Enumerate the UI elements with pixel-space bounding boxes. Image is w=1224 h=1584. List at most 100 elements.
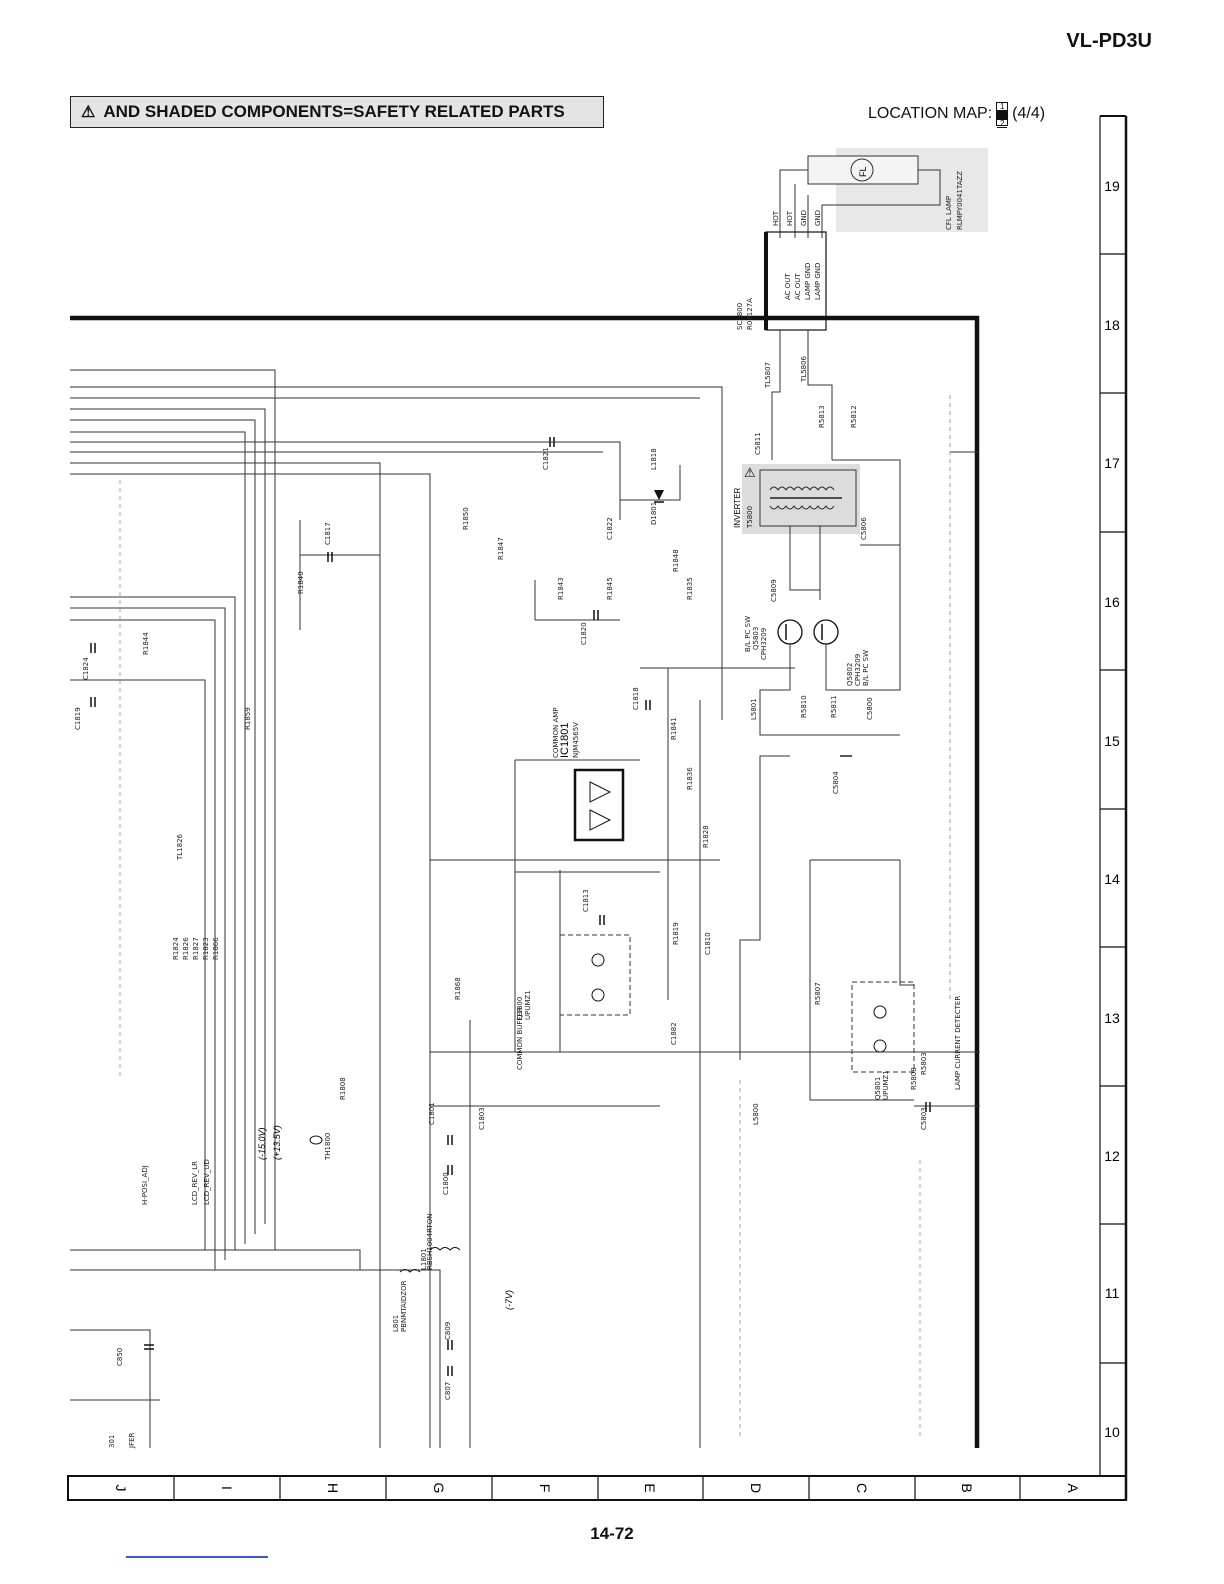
resistor-label: R5808 xyxy=(910,1067,918,1090)
resistor-label: R1827 xyxy=(192,937,200,960)
resistor-label: R5813 xyxy=(818,405,826,428)
capacitor-label: C1801 xyxy=(428,1102,436,1125)
capacitor-label: C807 xyxy=(444,1382,452,1400)
row-label: 11 xyxy=(1105,1285,1120,1301)
capacitor-label: C1810 xyxy=(704,932,712,955)
location-map-page: (4/4) xyxy=(1012,105,1046,122)
capacitor-label: C1882 xyxy=(670,1022,678,1045)
connector-pin-label: LAMP GND xyxy=(804,263,812,300)
transistor-label: Q1800 xyxy=(516,997,524,1020)
capacitor-label: C5803 xyxy=(920,1107,928,1130)
connector-part-label: R04127A xyxy=(746,298,754,330)
column-label: D xyxy=(748,1483,764,1493)
row-label: 15 xyxy=(1104,733,1120,749)
blue-underline xyxy=(126,1556,268,1558)
q1800-package xyxy=(559,934,631,1016)
transistor-q5803 xyxy=(777,619,803,645)
resistor-label: R5807 xyxy=(814,982,822,1005)
column-label: I xyxy=(219,1486,235,1490)
voltage-label: (+13.5V) xyxy=(272,1125,282,1160)
location-map-label: LOCATION MAP: xyxy=(868,105,993,122)
page-number: 14-72 xyxy=(590,1524,634,1543)
row-label: 12 xyxy=(1104,1148,1120,1164)
transistor-label: Q5801 xyxy=(874,1077,882,1100)
row-label: 16 xyxy=(1104,594,1120,610)
resistor-label: R1850 xyxy=(462,507,470,530)
resistor-label: R1859 xyxy=(244,707,252,730)
capacitor-label: C850 xyxy=(116,1348,124,1366)
resistor-label: R1840 xyxy=(297,571,305,594)
connector-tag: GND xyxy=(800,210,808,226)
safety-notice: ⚠ AND SHADED COMPONENTS=SAFETY RELATED P… xyxy=(70,96,604,128)
connector-tag: GND xyxy=(814,210,822,226)
transistor-label: Q5802 xyxy=(846,663,854,686)
connector-pin-label: AC OUT xyxy=(794,273,802,300)
transistor-part-label: UPUMZ1 xyxy=(524,990,532,1020)
column-label: F xyxy=(537,1484,553,1493)
testpoint-label: TL1826 xyxy=(176,833,184,861)
resistor-label: R5811 xyxy=(830,695,838,718)
capacitor-label: C1803 xyxy=(478,1107,486,1130)
capacitor-label: C1818 xyxy=(632,687,640,710)
resistor-label: R1868 xyxy=(454,977,462,1000)
voltage-label: (-15.0V) xyxy=(257,1127,267,1160)
inductor-part-label: PBNMTAIDZOR xyxy=(400,1280,408,1332)
transformer-label: T5800 xyxy=(746,506,754,529)
board-boundary xyxy=(70,315,980,1448)
row-label: 13 xyxy=(1104,1010,1120,1026)
column-label: B xyxy=(959,1483,975,1492)
inductor-label: L1818 xyxy=(650,448,658,470)
model-number: VL-PD3U xyxy=(1066,30,1152,52)
location-map-cell-current xyxy=(997,111,1008,120)
capacitor-label: C809 xyxy=(444,1322,452,1340)
row-label: 19 xyxy=(1104,178,1120,194)
resistor-label: R1847 xyxy=(497,537,505,560)
diode-label: D1801 xyxy=(650,502,658,525)
resistor-label: R1808 xyxy=(339,1077,347,1100)
row-label: 14 xyxy=(1104,871,1120,887)
column-label: E xyxy=(642,1483,658,1492)
resistor-label: R1826 xyxy=(182,937,190,960)
resistor-label: R5803 xyxy=(920,1052,928,1075)
warning-triangle-icon: ⚠ xyxy=(81,104,96,121)
ic-part-label: NJM4565V xyxy=(572,722,580,758)
inductor-l1801-symbol xyxy=(429,1247,461,1251)
resistor-label: R5810 xyxy=(800,695,808,718)
resistor-label: R1844 xyxy=(142,632,150,655)
location-map-cell: 1 xyxy=(997,102,1008,112)
detecter-label: LAMP CURRENT DETECTER xyxy=(954,996,962,1090)
inductor-label: L801 xyxy=(392,1315,400,1332)
resistor-label: R1819 xyxy=(672,922,680,945)
capacitor-label: C5809 xyxy=(770,579,778,602)
location-map-grid-icon: 1 2 xyxy=(996,102,1009,128)
capacitor-label: C1817 xyxy=(324,522,332,545)
column-label: J xyxy=(113,1485,129,1492)
fragment-label: 301 xyxy=(108,1435,116,1448)
testpoint-label: TL5806 xyxy=(800,355,808,383)
column-label: G xyxy=(431,1483,447,1494)
inductor-l801-symbol xyxy=(399,1269,421,1273)
inductor-label: L1801 xyxy=(420,1248,428,1270)
resistor-label: R1848 xyxy=(672,549,680,572)
inductor-label: L5800 xyxy=(752,1103,760,1125)
signal-bus xyxy=(70,369,980,1448)
resistor-label: R1843 xyxy=(557,577,565,600)
transistor-q5802 xyxy=(813,619,839,645)
safety-notice-text: AND SHADED COMPONENTS=SAFETY RELATED PAR… xyxy=(103,102,565,121)
net-label: LCD_REV_UD xyxy=(203,1159,211,1205)
transistor-label: Q5803 xyxy=(752,627,760,650)
testpoint-label: TL5807 xyxy=(764,362,772,389)
inverter-label: INVERTER xyxy=(733,487,742,528)
location-map-cell: 2 xyxy=(997,119,1008,128)
row-dividers xyxy=(1100,253,1126,1364)
net-label: LCD_REV_LR xyxy=(191,1161,199,1205)
lamp-symbol-text: FL xyxy=(858,166,868,177)
resistor-label: R5812 xyxy=(850,405,858,428)
capacitor-label: C1821 xyxy=(542,447,550,470)
connector-pin-label: AC OUT xyxy=(784,273,792,300)
row-label: 17 xyxy=(1104,455,1120,471)
voltage-label: (-7V) xyxy=(504,1290,514,1310)
resistor-label: R1823 xyxy=(202,937,210,960)
capacitor-label: C1822 xyxy=(606,517,614,540)
